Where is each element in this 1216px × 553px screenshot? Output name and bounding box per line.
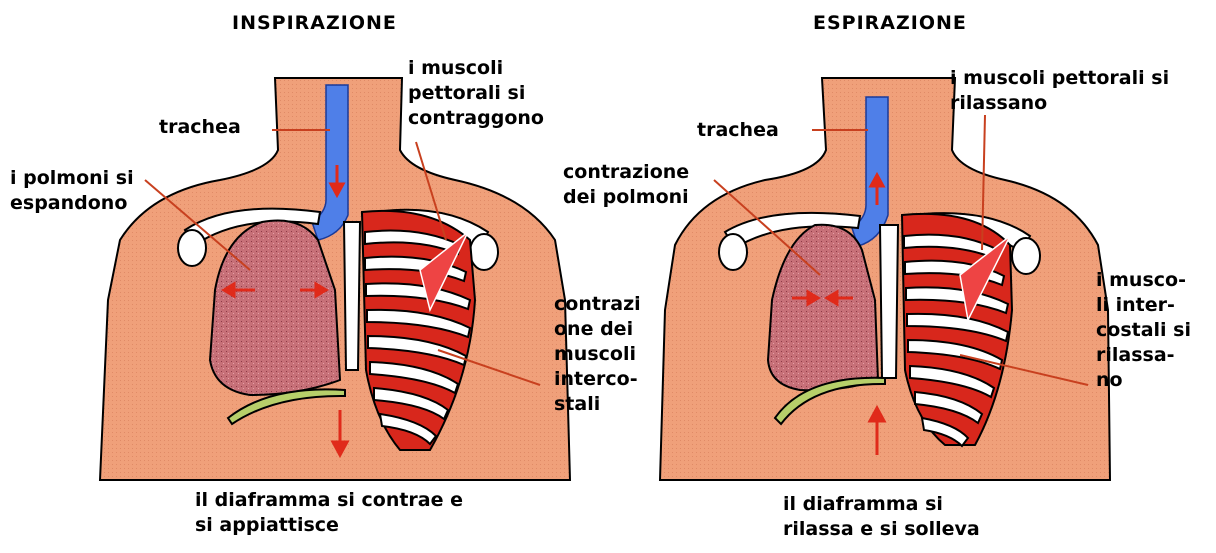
- expiration-intercostal-label: i musco- li inter- costali si rilassa- n…: [1096, 268, 1191, 393]
- sternum-left: [344, 222, 360, 370]
- shoulder-right-1: [719, 234, 747, 270]
- shoulder-left: [178, 230, 206, 266]
- expiration-pectoral-label: i muscoli pettorali si rilassano: [950, 66, 1169, 116]
- inspiration-intercostal-label: contrazi one dei muscoli interco- stali: [554, 292, 641, 417]
- expiration-trachea-label: trachea: [697, 118, 779, 143]
- expiration-title: ESPIRAZIONE: [813, 12, 967, 34]
- sternum-right: [880, 225, 898, 378]
- inspiration-trachea-label: trachea: [159, 115, 241, 140]
- expiration-diaphragm-label: il diaframma si rilassa e si solleva: [783, 492, 980, 542]
- expiration-lungs-label: contrazione dei polmoni: [563, 160, 689, 210]
- inspiration-title: INSPIRAZIONE: [232, 12, 397, 34]
- inspiration-diaphragm-label: il diaframma si contrae e si appiattisce: [195, 488, 463, 538]
- shoulder-right: [470, 234, 498, 270]
- inspiration-pectoral-label: i muscoli pettorali si contraggono: [408, 56, 544, 131]
- inspiration-lungs-label: i polmoni si espandono: [10, 166, 134, 216]
- shoulder-right-2: [1012, 238, 1040, 274]
